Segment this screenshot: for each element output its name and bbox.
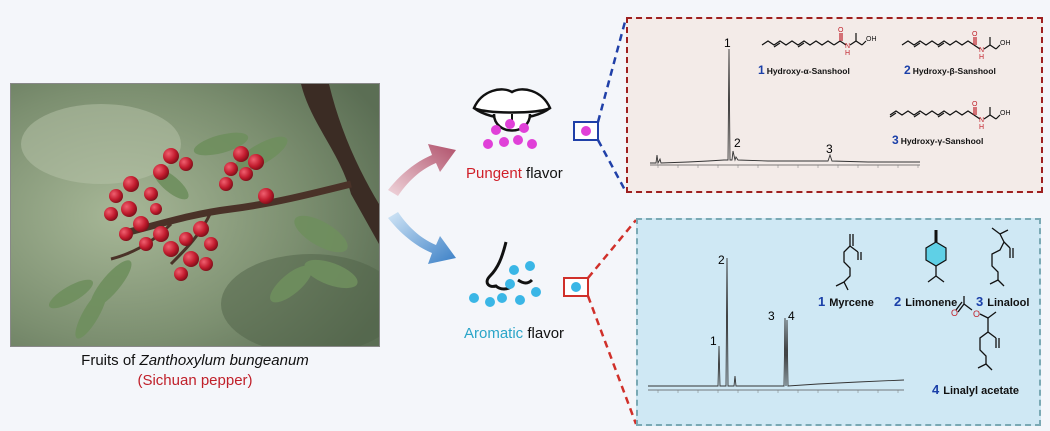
pepper-photo <box>10 83 380 347</box>
beta-atom-o: O <box>972 31 978 38</box>
flow-arrows <box>388 144 456 264</box>
pungent-flavor-label: Pungent flavor <box>466 165 563 182</box>
hydroxy-beta-sanshool-structure <box>901 37 1001 50</box>
aromatic-peak-label-3: 3 <box>768 309 775 323</box>
gamma-atom-h: H <box>979 124 984 131</box>
alpha-atom-o: O <box>838 27 844 34</box>
zoom-connectors <box>563 17 638 425</box>
beta-atom-h: H <box>979 54 984 61</box>
arrow-down-icon <box>388 212 456 264</box>
linalyl-acetate-structure <box>955 296 1000 371</box>
pungent-peak-label-2: 2 <box>734 136 741 150</box>
aromatic-peak-label-1: 1 <box>710 334 717 348</box>
pungent-peak-label-3: 3 <box>826 142 833 156</box>
arrow-up-icon <box>388 144 456 196</box>
alpha-atom-n: N <box>845 43 850 50</box>
linalool-structure <box>989 227 1014 287</box>
aromatic-chromatogram-panel: 1 2 3 4 <box>636 218 1041 426</box>
beta-atom-oh: OH <box>1000 40 1011 47</box>
aromatic-flavor-label: Aromatic flavor <box>464 325 565 342</box>
limonene-structure <box>925 230 947 283</box>
tongue-mouth-icon <box>472 88 552 149</box>
caption-common-name: (Sichuan pepper) <box>137 372 253 389</box>
pungent-peak-label-1: 1 <box>724 36 731 50</box>
gamma-atom-o: O <box>972 101 978 108</box>
alpha-atom-h: H <box>845 50 850 57</box>
alpha-atom-oh: OH <box>866 36 877 43</box>
hydroxy-alpha-sanshool-structure <box>761 33 867 48</box>
linalyl-acetate-atom-o1: O <box>951 308 958 318</box>
gamma-atom-n: N <box>979 117 984 124</box>
beta-atom-n: N <box>979 47 984 54</box>
pepper-branch-illustration <box>11 84 379 346</box>
caption-prefix: Fruits of <box>81 352 140 369</box>
aromatic-peak-label-2: 2 <box>718 253 725 267</box>
caption-species: Zanthoxylum bungeanum <box>139 352 309 369</box>
photo-caption: Fruits of Zanthoxylum bungeanum (Sichuan… <box>0 352 390 389</box>
gamma-atom-oh: OH <box>1000 110 1011 117</box>
myrcene-structure <box>835 234 862 291</box>
linalyl-acetate-atom-o2: O <box>973 309 980 319</box>
pungent-chromatogram-panel: 1 2 3 O N H OH O <box>626 17 1043 193</box>
aromatic-chromatogram: 1 2 3 4 <box>648 227 1014 393</box>
aromatic-peak-label-4: 4 <box>788 309 795 323</box>
pungent-chromatogram: 1 2 3 O N H OH O <box>650 27 1011 168</box>
nose-icon <box>469 241 541 307</box>
hydroxy-gamma-sanshool-structure <box>889 107 1001 120</box>
